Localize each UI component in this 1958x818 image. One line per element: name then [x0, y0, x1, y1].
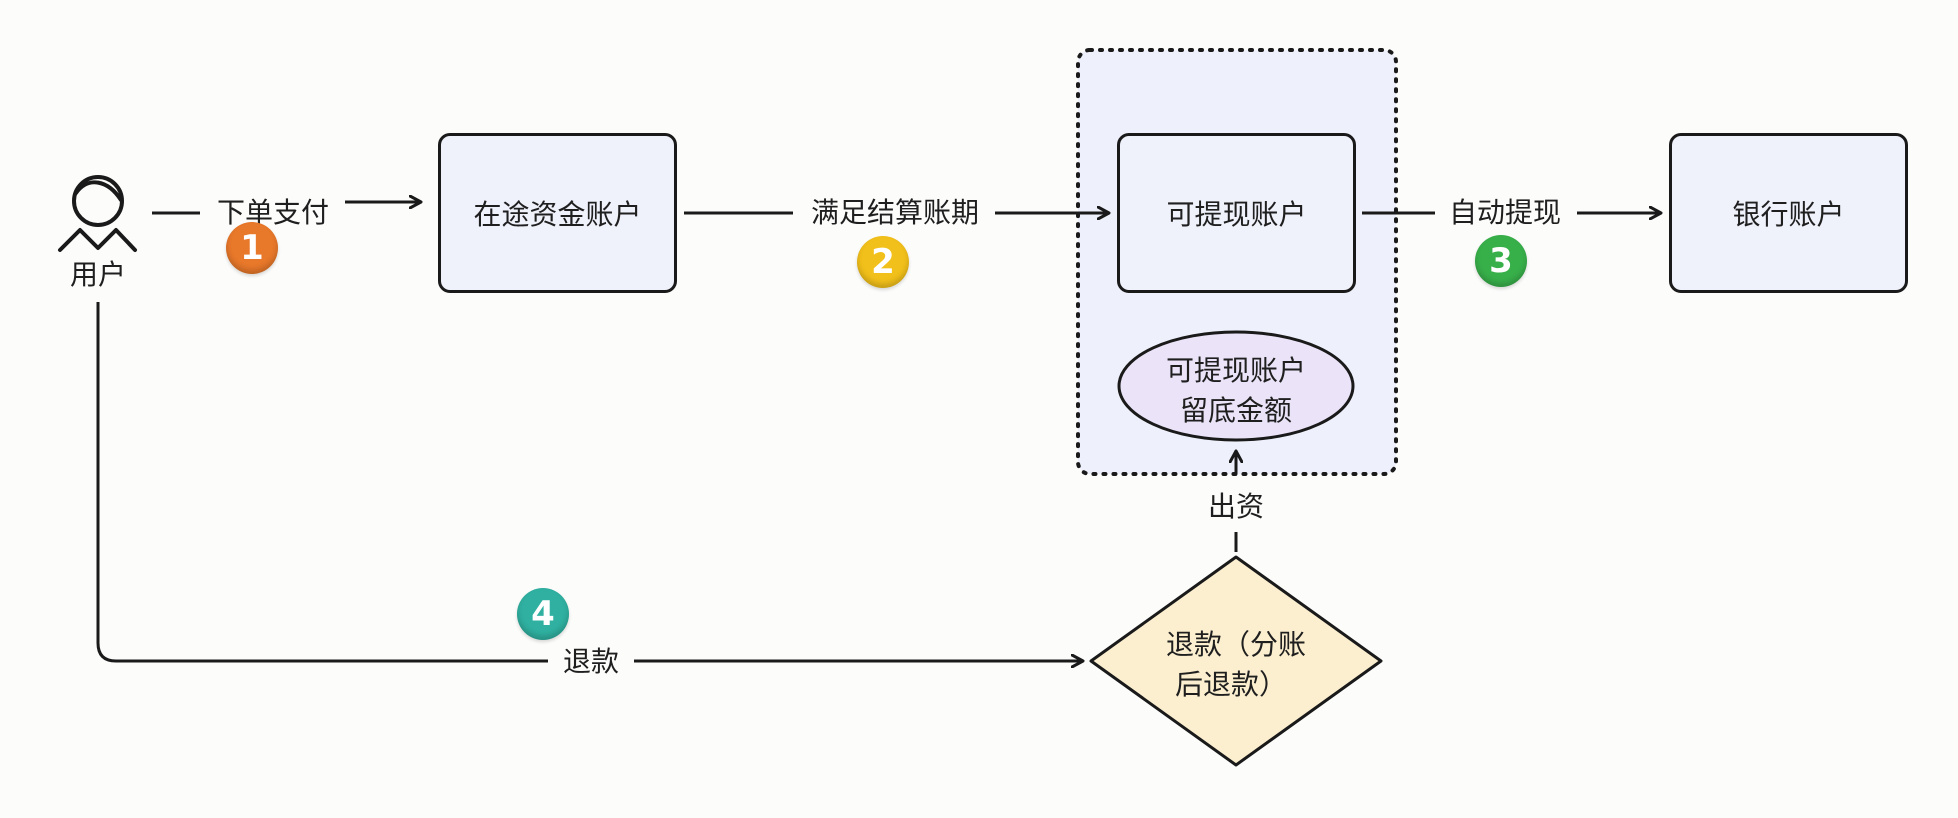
user-icon [58, 175, 137, 252]
refund-node-line1: 退款（分账 [1165, 628, 1306, 661]
reserve-label-line1: 可提现账户 [1165, 354, 1306, 387]
node-withdrawable-account: 可提现账户 [1117, 133, 1356, 293]
node-bank-label: 银行账户 [1732, 198, 1845, 231]
node-withdrawable-label: 可提现账户 [1166, 198, 1307, 231]
reserve-label: 可提现账户 留底金额 [1136, 351, 1336, 431]
step-badge-3: 3 [1475, 235, 1527, 287]
edge-label-pay: 下单支付 [216, 196, 329, 229]
step-badge-1: 1 [226, 222, 278, 274]
node-bank-account: 银行账户 [1669, 133, 1908, 293]
node-in-transit-label: 在途资金账户 [473, 198, 642, 231]
edge-label-fund: 出资 [1207, 490, 1264, 523]
edge-label-auto-withdraw: 自动提现 [1448, 196, 1561, 229]
step-badge-2: 2 [857, 236, 909, 288]
edge-refund-left [96, 302, 548, 663]
refund-node-line2: 后退款） [1174, 668, 1287, 701]
node-in-transit-account: 在途资金账户 [438, 133, 677, 293]
reserve-ellipse [1117, 330, 1355, 442]
refund-node-label: 退款（分账 后退款） [1136, 625, 1336, 705]
edge-label-settle: 满足结算账期 [810, 196, 979, 229]
edge-label-refund: 退款 [562, 645, 619, 678]
user-label: 用户 [69, 258, 126, 291]
step-badge-4: 4 [517, 588, 569, 640]
refund-diamond [1089, 555, 1383, 767]
reserve-label-line2: 留底金额 [1179, 394, 1292, 427]
